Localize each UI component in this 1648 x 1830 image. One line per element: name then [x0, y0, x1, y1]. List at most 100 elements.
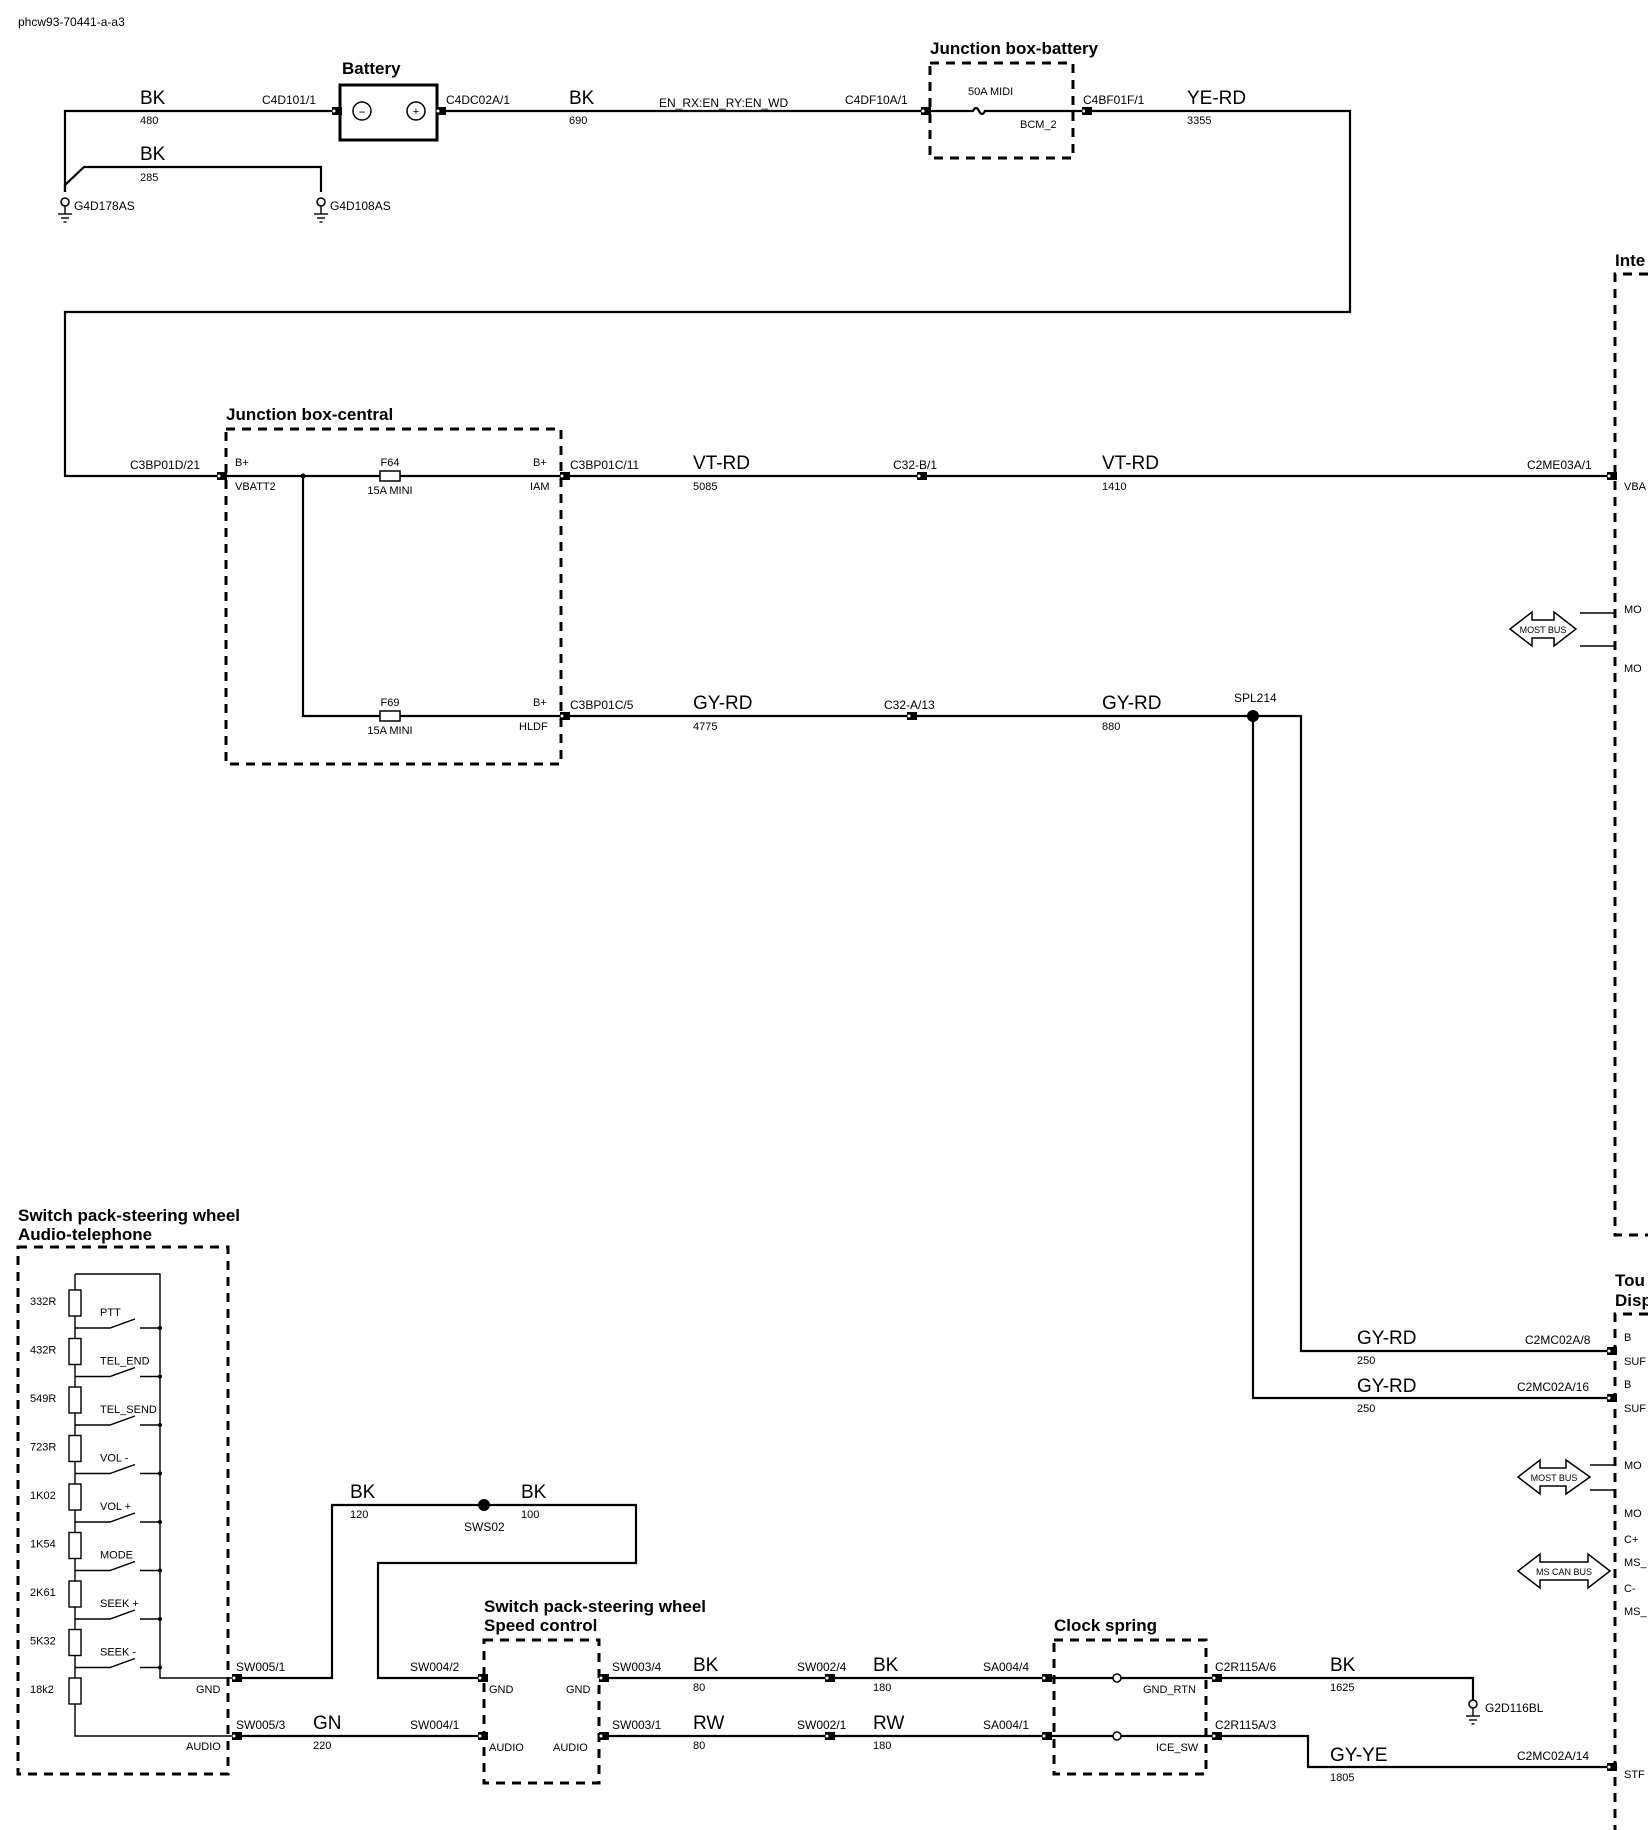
label-c32b: C32-B/1: [893, 458, 937, 472]
wire-100-gauge: 100: [521, 1509, 539, 1521]
wire-80bk-color: BK: [693, 1655, 719, 1676]
svg-text:F64: F64: [381, 457, 400, 469]
connector-c4dc02a: [436, 107, 446, 115]
label-sw004-1: SW004/1: [410, 1718, 460, 1732]
ms-can-bus-arrow: [1516, 1552, 1612, 1590]
connector-sw002-1: [825, 1732, 835, 1740]
wire-1410-color: VT-RD: [1102, 453, 1159, 474]
switch-label-4: VOL +: [100, 1501, 131, 1513]
splice-sws02: [478, 1499, 490, 1511]
resistor-value-8: 18k2: [30, 1684, 54, 1696]
connector-c3bp01c5: [560, 712, 570, 720]
svg-text:B: B: [1624, 1332, 1631, 1344]
ground-g2d116bl-icon: [1465, 1699, 1481, 1725]
connector-c2r115a3: [1212, 1732, 1222, 1740]
switch-label-2: TEL_SEND: [100, 1404, 157, 1416]
wire-880-color: GY-RD: [1102, 693, 1161, 714]
sp-speed-title-2: Speed control: [484, 1616, 597, 1635]
resistor-value-7: 5K32: [30, 1636, 56, 1648]
label-c2r115a6: C2R115A/6: [1215, 1660, 1276, 1674]
label-c2mc02a16: C2MC02A/16: [1517, 1380, 1589, 1394]
wire-80rw-gauge: 80: [693, 1740, 705, 1752]
svg-text:SUF: SUF: [1624, 1403, 1646, 1415]
wire-1625-gauge: 1625: [1330, 1682, 1354, 1694]
fuse-midi-icon: [930, 106, 1085, 116]
wire-100-color: BK: [521, 1482, 547, 1503]
label-c4dc02a: C4DC02A/1: [446, 93, 510, 107]
svg-text:MO: MO: [1624, 1508, 1642, 1520]
svg-text:15A MINI: 15A MINI: [367, 725, 412, 737]
label-sw003-4: SW003/4: [612, 1660, 662, 1674]
wire-285-gauge: 285: [140, 172, 158, 184]
ground-g4d178as-icon: [57, 197, 73, 223]
svg-text:HLDF: HLDF: [519, 721, 548, 733]
ground-g4d178as-label: G4D178AS: [74, 199, 135, 213]
svg-text:AUDIO: AUDIO: [553, 1742, 588, 1754]
wire-120-color: BK: [350, 1482, 376, 1503]
connector-c2r115a6: [1212, 1674, 1222, 1682]
svg-text:C-: C-: [1624, 1583, 1636, 1595]
switch-5: [75, 1560, 160, 1572]
label-sw005-3: SW005/3: [236, 1718, 286, 1732]
label-sws02: SWS02: [464, 1520, 505, 1534]
wire-220-gauge: 220: [313, 1740, 331, 1752]
wire-250a-gauge: 250: [1357, 1355, 1375, 1367]
fuse-midi-label: 50A MIDI: [968, 86, 1013, 98]
wire-480-gauge: 480: [140, 115, 158, 127]
svg-text:IAM: IAM: [530, 481, 550, 493]
svg-text:GND: GND: [196, 1684, 221, 1696]
svg-text:MOST BUS: MOST BUS: [1520, 625, 1567, 635]
svg-text:MS CAN BUS: MS CAN BUS: [1536, 1567, 1592, 1577]
label-c4bf01f: C4BF01F/1: [1083, 93, 1145, 107]
resistor-value-3: 723R: [30, 1442, 56, 1454]
wire-1805: [1215, 1734, 1610, 1769]
svg-text:MOST BUS: MOST BUS: [1531, 1473, 1578, 1483]
wire-4775-color: GY-RD: [693, 693, 752, 714]
connector-sw005-1: [232, 1674, 242, 1682]
resistor-value-2: 549R: [30, 1393, 56, 1405]
switch-label-3: VOL -: [100, 1453, 129, 1465]
connector-c4d101: [332, 107, 342, 115]
battery-title: Battery: [342, 59, 401, 78]
label-sw002-1: SW002/1: [797, 1718, 847, 1732]
label-c2me03a: C2ME03A/1: [1527, 458, 1592, 472]
svg-text:ICE_SW: ICE_SW: [1156, 1742, 1199, 1754]
svg-text:B+: B+: [533, 697, 547, 709]
switch-3: [75, 1463, 160, 1475]
resistor-4: [68, 1483, 82, 1511]
resistor-6: [68, 1580, 82, 1608]
wire-480: [63, 109, 340, 192]
connector-sw003-4: [599, 1674, 609, 1682]
connector-c3bp01c11: [560, 472, 570, 480]
wire-5085-gauge: 5085: [693, 481, 717, 493]
resistor-value-6: 2K61: [30, 1587, 56, 1599]
wire-220-color: GN: [313, 1713, 342, 1734]
svg-text:MO: MO: [1624, 1460, 1642, 1472]
svg-text:AUDIO: AUDIO: [489, 1742, 524, 1754]
svg-text:B+: B+: [533, 457, 547, 469]
switch-label-1: TEL_END: [100, 1356, 150, 1368]
resistor-2: [68, 1386, 82, 1414]
jbc-bus-bottom: [301, 476, 568, 718]
connector-c4df10a: [921, 107, 931, 115]
ground-g4d108as-icon: [313, 197, 329, 223]
label-sw004-2: SW004/2: [410, 1660, 460, 1674]
wire-180bk-color: BK: [873, 1655, 899, 1676]
resistor-5: [68, 1531, 82, 1560]
svg-text:B: B: [1624, 1379, 1631, 1391]
wire-285: [63, 165, 323, 192]
wire-180rw-gauge: 180: [873, 1740, 891, 1752]
touch-display-box: [1613, 1312, 1648, 1830]
connector-sw005-3: [232, 1732, 242, 1740]
svg-text:GND_RTN: GND_RTN: [1143, 1684, 1196, 1696]
integrated-module-box: [1613, 272, 1648, 1237]
wire-1805-color: GY-YE: [1330, 1745, 1387, 1766]
svg-text:B+: B+: [235, 457, 249, 469]
ground-g2d116bl-label: G2D116BL: [1485, 1701, 1544, 1715]
fuse-bcm-label: BCM_2: [1020, 119, 1057, 131]
svg-text:F69: F69: [381, 697, 400, 709]
switch-1: [75, 1366, 160, 1378]
resistor-3: [68, 1434, 82, 1463]
wire-180rw-color: RW: [873, 1713, 904, 1734]
